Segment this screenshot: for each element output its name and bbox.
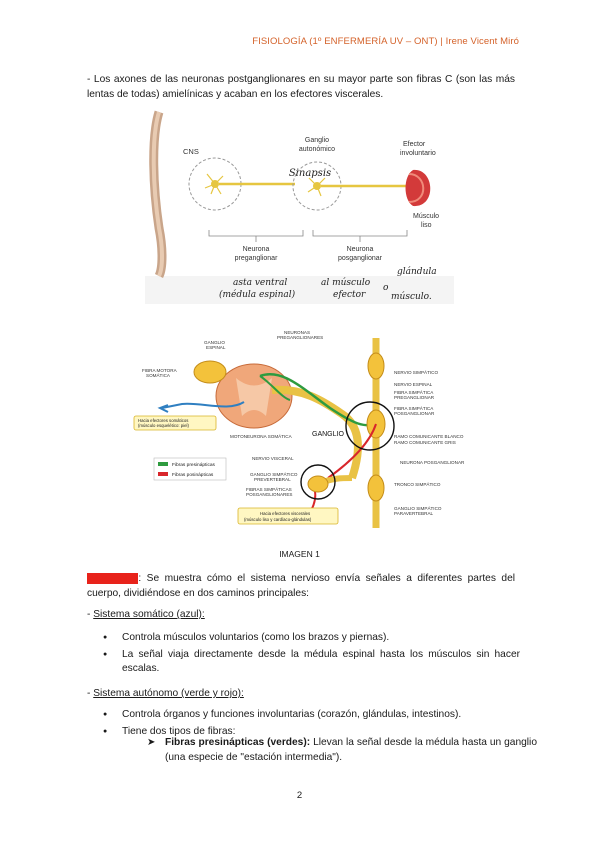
hand-circle-ganglio — [345, 401, 395, 451]
arrow-bullet-icon: ➤ — [147, 737, 156, 748]
somatic-fiber — [161, 401, 245, 409]
svg-text:PREGANGLIONARES: PREGANGLIONARES — [277, 335, 323, 340]
svg-text:TRONCO SIMPÁTICO: TRONCO SIMPÁTICO — [394, 481, 441, 487]
somatic-effectors-box — [133, 415, 217, 431]
svg-text:Neurona: Neurona — [243, 246, 270, 253]
list-item: Controla músculos voluntarios (como los … — [100, 631, 520, 646]
spine-graphic — [149, 110, 167, 279]
svg-text:GANGLIO SIMPÁTICO: GANGLIO SIMPÁTICO — [394, 505, 442, 511]
list-item: La señal viaja directamente desde la méd… — [100, 648, 520, 677]
svg-text:Neurona: Neurona — [347, 246, 374, 253]
svg-text:PREGANGLIONAR: PREGANGLIONAR — [394, 395, 435, 400]
figure-caption: IMAGEN 1 — [279, 549, 320, 559]
svg-text:al músculo: al músculo — [321, 277, 371, 288]
svg-text:Hacia efectores viscerales: Hacia efectores viscerales — [260, 511, 310, 516]
svg-text:POSGANGLIONARES: POSGANGLIONARES — [246, 492, 292, 497]
svg-text:NERVIO ESPINAL: NERVIO ESPINAL — [394, 382, 433, 387]
imagen-paragraph: IMAGEN 1: Se muestra cómo el sistema ner… — [87, 573, 515, 599]
svg-text:Músculo: Músculo — [413, 213, 439, 220]
cns-label: CNS — [183, 147, 199, 156]
svg-text:NERVIO SIMPÁTICO: NERVIO SIMPÁTICO — [394, 369, 439, 375]
svg-text:involuntario: involuntario — [400, 150, 436, 157]
svg-text:Hacia efectores somáticos: Hacia efectores somáticos — [138, 418, 188, 423]
svg-text:Efector: Efector — [403, 141, 426, 148]
svg-text:asta ventral: asta ventral — [233, 278, 287, 288]
svg-text:Fibras posinápticas: Fibras posinápticas — [172, 472, 214, 478]
svg-text:autonómico: autonómico — [299, 146, 335, 153]
svg-text:(médula espinal): (médula espinal) — [219, 289, 296, 300]
svg-text:GANGLIO: GANGLIO — [204, 340, 225, 345]
svg-text:FIBRA SIMPÁTICA: FIBRA SIMPÁTICA — [394, 405, 434, 411]
svg-text:efector: efector — [333, 290, 366, 300]
svg-text:músculo.: músculo. — [391, 291, 432, 302]
svg-text:Fibras presinápticas: Fibras presinápticas — [172, 462, 216, 468]
preganglionic-fiber — [259, 373, 381, 427]
svg-text:NEURONAS: NEURONAS — [284, 330, 310, 335]
svg-text:posganglionar: posganglionar — [338, 255, 383, 262]
autonomic-heading: - Sistema autónomo (verde y rojo): — [87, 688, 244, 699]
svg-text:(músculo esquelético: piel): (músculo esquelético: piel) — [138, 423, 189, 428]
svg-text:POSGANGLIONAR: POSGANGLIONAR — [394, 411, 435, 416]
list-item: Controla órganos y funciones involuntari… — [100, 708, 520, 723]
sub-list-item: ➤ Fibras presinápticas (verdes): Llevan … — [147, 737, 537, 763]
figure-autonomic-diagram: GANGLIO ESPINAL NEURONAS PREGANGLIONARES… — [133, 330, 465, 528]
list-item: Tiene dos tipos de fibras: — [100, 725, 520, 740]
svg-text:FIBRA MOTORA: FIBRA MOTORA — [142, 368, 178, 373]
svg-text:ESPINAL: ESPINAL — [206, 345, 226, 350]
page-header: FISIOLOGÍA (1º ENFERMERÍA UV – ONT) | Ir… — [252, 36, 519, 47]
svg-text:preganglionar: preganglionar — [235, 255, 278, 262]
svg-text:FIBRAS SIMPÁTICAS: FIBRAS SIMPÁTICAS — [246, 486, 292, 492]
intro-paragraph: - Los axones de las neuronas postganglio… — [87, 74, 515, 100]
svg-text:FIBRA SIMPÁTICA: FIBRA SIMPÁTICA — [394, 389, 434, 395]
legend — [153, 457, 227, 481]
svg-text:PREVERTEBRAL: PREVERTEBRAL — [254, 477, 291, 482]
dorsal-ganglion — [193, 360, 227, 384]
svg-text:Ganglio: Ganglio — [305, 137, 329, 144]
hand-circle-prevertebral — [300, 464, 336, 500]
svg-text:GANGLIO SIMPÁTICO: GANGLIO SIMPÁTICO — [250, 471, 298, 477]
somatic-heading: - Sistema somático (azul): — [87, 609, 205, 620]
imagen-label-highlight: IMAGEN 1 — [87, 573, 139, 584]
svg-text:SOMÁTICA: SOMÁTICA — [146, 372, 171, 378]
svg-text:MOTONEURONA SOMÁTICA: MOTONEURONA SOMÁTICA — [230, 433, 293, 439]
figure-neuron-pathway: CNS Ganglio autonómico Sinapsis Efector … — [145, 108, 454, 304]
svg-text:RAMO COMUNICANTE BLANCO: RAMO COMUNICANTE BLANCO — [394, 434, 464, 439]
svg-text:NERVIO VISCERAL: NERVIO VISCERAL — [252, 456, 294, 461]
svg-text:liso: liso — [421, 222, 432, 229]
svg-text:glándula: glándula — [397, 266, 437, 277]
autonomic-list: Controla órganos y funciones involuntari… — [100, 708, 520, 739]
visceral-effectors-box — [237, 507, 339, 525]
svg-text:NEURONA POSGANGLIONAR: NEURONA POSGANGLIONAR — [400, 460, 465, 465]
svg-text:o: o — [383, 283, 389, 293]
page-number: 2 — [296, 790, 303, 801]
somatic-list: Controla músculos voluntarios (como los … — [100, 631, 520, 677]
svg-text:(músculo liso y cardíaco-glánd: (músculo liso y cardíaco-glándulas) — [244, 517, 312, 522]
handwritten-ganglio: GANGLIO — [312, 431, 344, 438]
handwritten-sinapsis: Sinapsis — [289, 168, 331, 179]
svg-text:RAMO COMUNICANTE GRIS: RAMO COMUNICANTE GRIS — [394, 440, 456, 445]
postganglionic-fiber — [327, 423, 377, 479]
effector-graphic — [405, 169, 431, 207]
svg-text:PARAVERTEBRAL: PARAVERTEBRAL — [394, 511, 434, 516]
